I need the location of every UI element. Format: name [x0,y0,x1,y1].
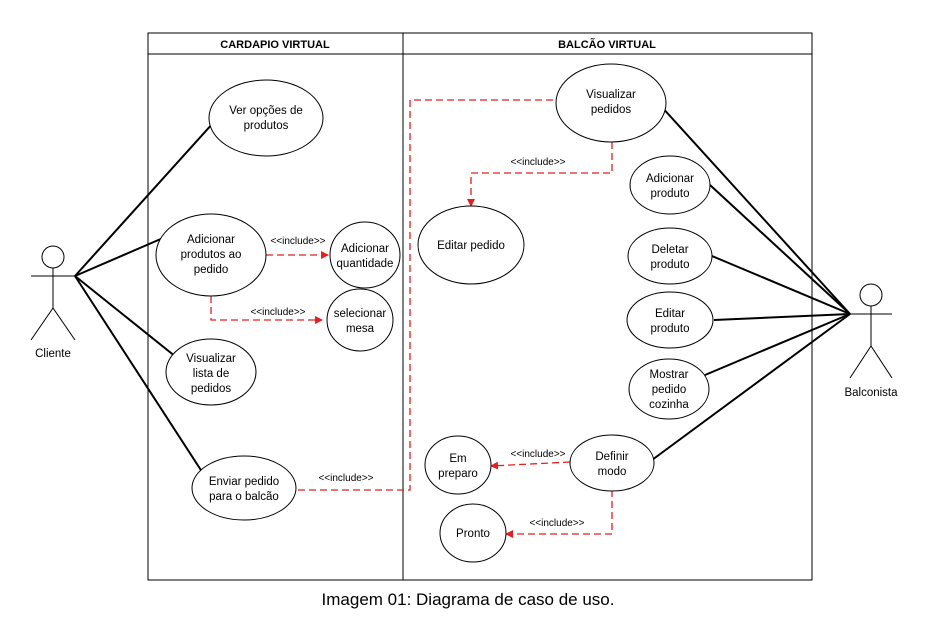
use-case-diagram: CARDAPIO VIRTUAL BALCÃO VIRTUAL <<includ… [30,32,898,581]
svg-text:produto: produto [650,259,689,271]
svg-text:Adicionar: Adicionar [187,234,235,246]
svg-text:produtos: produtos [244,120,289,132]
svg-text:Visualizar: Visualizar [186,353,236,365]
swimlane-frame [147,32,813,581]
svg-text:produto: produto [650,323,689,335]
include-label-pronto: <<include>> [529,518,584,529]
svg-text:Em: Em [449,453,466,465]
include-label-em-preparo: <<include>> [510,449,565,460]
svg-text:modo: modo [598,466,627,478]
include-relations [210,99,613,538]
svg-text:pedido: pedido [652,384,687,396]
svg-text:Definir: Definir [595,451,628,463]
use-case-adicionar-produto[interactable]: Adicionar produto [629,155,711,215]
include-label-editar-pedido: <<include>> [510,157,565,168]
use-case-deletar-produto[interactable]: Deletar produto [627,227,713,285]
use-case-visualizar-pedidos[interactable]: Visualizar pedidos [555,63,667,143]
svg-text:produto: produto [650,188,689,200]
use-case-visualizar-lista[interactable]: Visualizar lista de pedidos [165,338,257,406]
use-case-editar-produto[interactable]: Editar produto [626,291,714,349]
svg-text:lista de: lista de [193,368,229,380]
actor-balconista [849,283,893,379]
include-label-mesa: <<include>> [250,307,305,318]
svg-text:Editar: Editar [655,308,685,320]
svg-text:mesa: mesa [346,323,375,335]
svg-text:pedidos: pedidos [591,104,632,116]
svg-text:quantidade: quantidade [337,258,394,270]
svg-text:Deletar: Deletar [651,244,688,256]
use-case-adicionar-quantidade[interactable]: Adicionar quantidade [329,221,401,289]
svg-text:Adicionar: Adicionar [646,173,694,185]
svg-text:produtos ao: produtos ao [181,249,242,261]
use-case-pronto[interactable]: Pronto [439,503,507,563]
svg-text:Visualizar: Visualizar [586,89,636,101]
svg-text:Editar pedido: Editar pedido [437,240,505,252]
use-case-ver-opcoes[interactable]: Ver opções de produtos [208,79,324,157]
actor-cliente [30,245,76,341]
use-case-mostrar-pedido[interactable]: Mostrar pedido cozinha [628,358,710,420]
svg-text:selecionar: selecionar [334,308,387,320]
figure-caption: Imagem 01: Diagrama de caso de uso. [321,590,615,609]
balconista-associations [651,104,851,461]
svg-text:pedidos: pedidos [191,383,232,395]
lane-title-cardapio: CARDAPIO VIRTUAL [220,39,330,51]
lane-title-balcao: BALCÃO VIRTUAL [558,38,656,51]
svg-text:Enviar pedido: Enviar pedido [209,476,279,488]
svg-text:Mostrar: Mostrar [650,369,689,381]
actor-label-cliente: Cliente [35,348,71,360]
actor-label-balconista: Balconista [844,387,898,399]
svg-text:para o balcão: para o balcão [209,491,279,503]
include-label-enviar: <<include>> [318,473,373,484]
svg-text:Adicionar: Adicionar [341,243,389,255]
svg-text:pedido: pedido [194,264,229,276]
svg-text:cozinha: cozinha [649,399,689,411]
use-case-editar-pedido[interactable]: Editar pedido [417,205,525,285]
svg-text:Pronto: Pronto [456,528,490,540]
use-case-enviar-pedido[interactable]: Enviar pedido para o balcão [191,455,297,521]
include-label-quantidade: <<include>> [270,236,325,247]
cliente-associations [74,111,224,482]
use-case-em-preparo[interactable]: Em preparo [424,435,492,495]
use-case-selecionar-mesa[interactable]: selecionar mesa [326,288,394,352]
use-case-adicionar-produtos[interactable]: Adicionar produtos ao pedido [155,213,267,297]
use-case-definir-modo[interactable]: Definir modo [569,434,655,492]
svg-text:preparo: preparo [438,468,478,480]
svg-text:Ver opções de: Ver opções de [229,105,303,117]
